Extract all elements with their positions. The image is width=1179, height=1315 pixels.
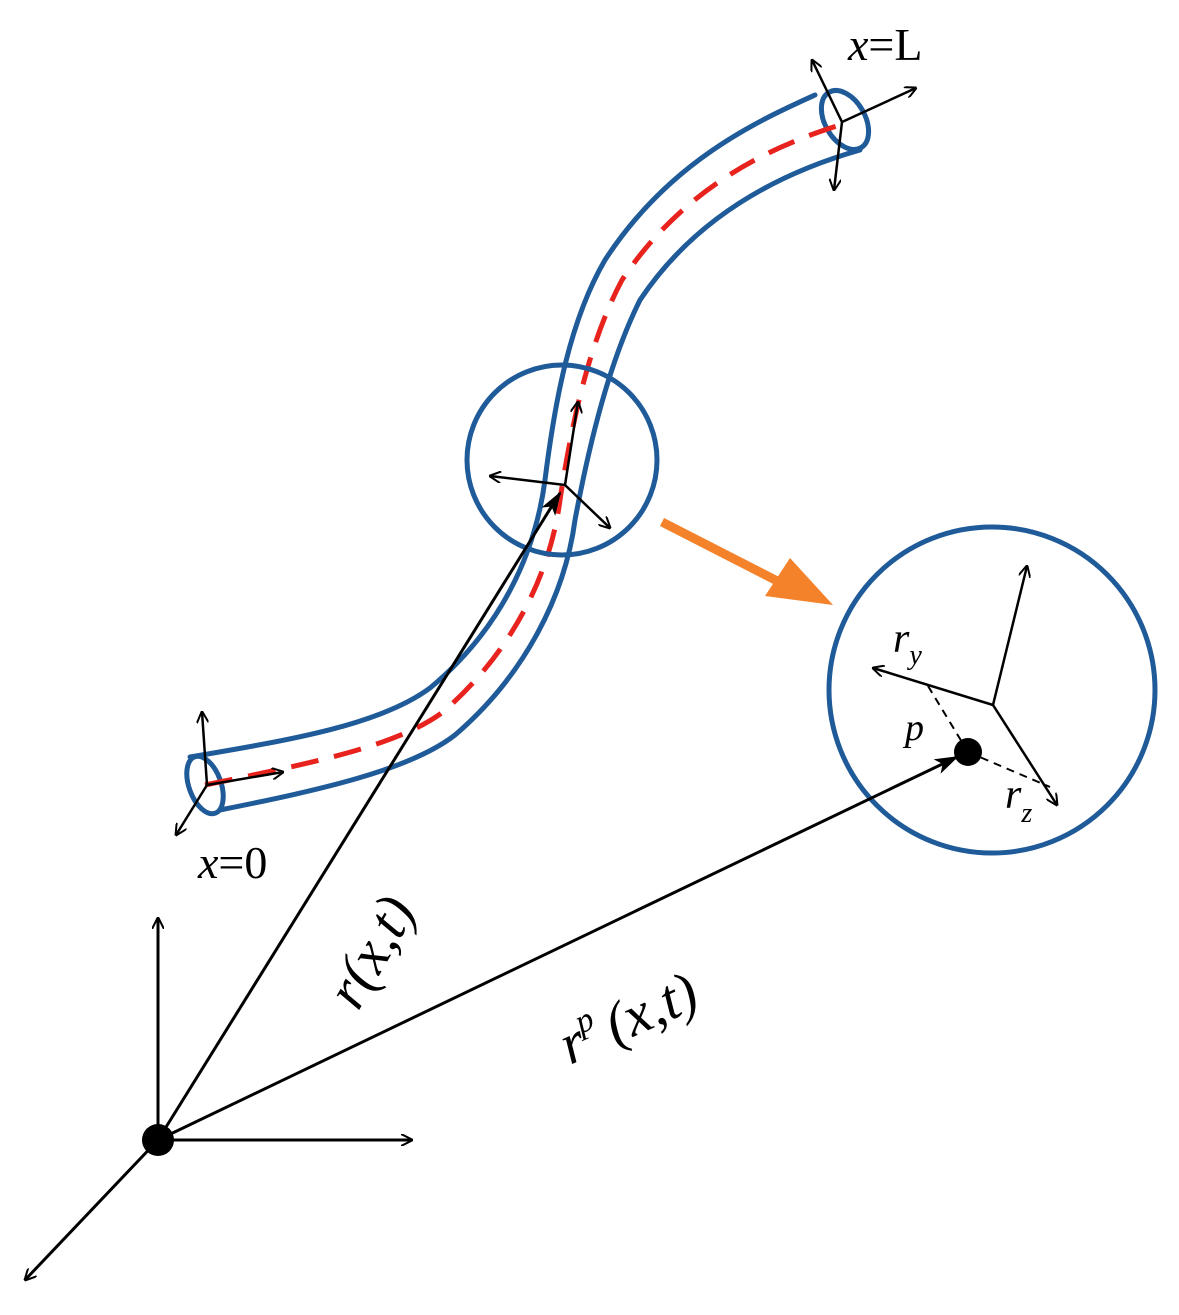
end-frame (812, 60, 916, 190)
global-origin (142, 1124, 174, 1156)
tube-lower-edge (217, 147, 863, 813)
position-vector-rp (157, 755, 959, 1142)
label-ry: ry (893, 616, 922, 671)
zoom-arrow (659, 517, 833, 605)
tube-upper-edge (187, 92, 818, 760)
section-frame (490, 402, 610, 528)
global-frame (25, 918, 412, 1280)
label-rz: rz (1005, 772, 1032, 829)
label-x-start: x=0 (197, 837, 267, 888)
section-highlight-circle (464, 362, 660, 558)
offset-dashes (927, 685, 1051, 788)
label-rp-vector: rp(x,t) (548, 958, 707, 1077)
flexible-tube (184, 88, 872, 817)
label-p: p (902, 707, 924, 749)
cross-section-frame (873, 566, 1057, 805)
material-point-p (954, 738, 982, 766)
centerline (204, 122, 841, 788)
cross-section-detail-circle (826, 524, 1158, 856)
label-x-end: x=L (847, 19, 922, 70)
label-r-vector: r(x,t) (313, 884, 428, 1018)
start-frame (176, 712, 283, 835)
position-vector-r (156, 491, 562, 1141)
